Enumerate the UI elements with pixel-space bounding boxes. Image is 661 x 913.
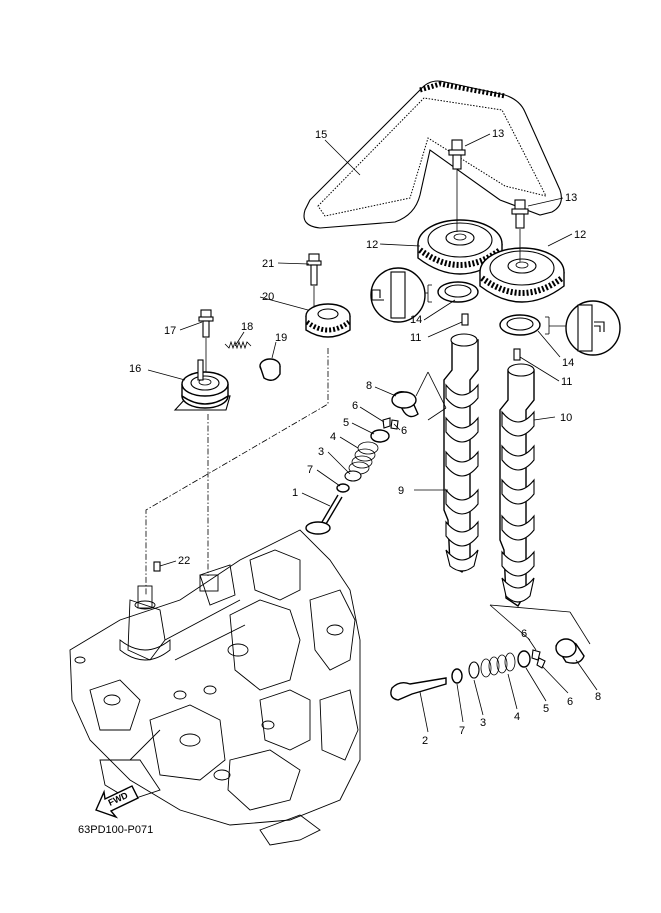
camshaft-exhaust <box>443 333 479 573</box>
label-17: 17 <box>164 325 176 337</box>
label-18: 18 <box>241 321 253 333</box>
valve-cotter-lower <box>531 649 546 669</box>
label-8-lower: 8 <box>595 691 601 703</box>
spring-retainer-lower <box>517 650 531 668</box>
label-5-upper: 5 <box>343 417 349 429</box>
label-5-lower: 5 <box>543 703 549 715</box>
spring-seat-lower <box>468 661 480 679</box>
label-4-upper: 4 <box>330 431 336 443</box>
belt-tensioner <box>173 359 231 411</box>
label-8-upper: 8 <box>366 380 372 392</box>
label-12-right: 12 <box>574 229 586 241</box>
label-13-left: 13 <box>492 128 504 140</box>
spring-retainer-upper <box>370 429 390 443</box>
cylinder-head <box>69 529 361 846</box>
dowel-pin-22 <box>153 561 161 572</box>
label-14-left: 14 <box>410 314 422 326</box>
label-6-lower-a: 6 <box>521 628 527 640</box>
label-22: 22 <box>178 555 190 567</box>
tensioner-spring <box>224 340 252 350</box>
pulley-bolt-right <box>511 199 529 262</box>
label-3-lower: 3 <box>480 717 486 729</box>
label-12-left: 12 <box>366 239 378 251</box>
fwd-arrow-icon: FWD <box>95 785 139 819</box>
label-16: 16 <box>129 363 141 375</box>
dowel-pin-right <box>513 348 521 361</box>
leader-lines <box>147 133 598 733</box>
label-6-upper-a: 6 <box>352 400 358 412</box>
crankshaft-sprocket <box>305 303 351 338</box>
valve-lower <box>390 677 447 701</box>
cam-pulley-right <box>479 247 565 303</box>
label-7-upper: 7 <box>307 464 313 476</box>
label-13-right: 13 <box>565 192 577 204</box>
label-3-upper: 3 <box>318 446 324 458</box>
label-7-lower: 7 <box>459 725 465 737</box>
part-labels: 15 13 13 12 12 21 20 14 11 14 11 17 18 1… <box>129 128 601 747</box>
label-2: 2 <box>422 735 428 747</box>
valve-cotter-upper <box>382 417 399 430</box>
valve-seal-lower <box>451 668 463 684</box>
label-10: 10 <box>560 412 572 424</box>
tensioner-rod <box>259 358 281 381</box>
spring-seat-upper <box>344 470 362 482</box>
timing-belt <box>303 80 562 229</box>
label-19: 19 <box>275 332 287 344</box>
label-15: 15 <box>315 129 327 141</box>
label-6-upper-b: 6 <box>401 425 407 437</box>
tappet-lower <box>555 638 585 664</box>
valve-spring-upper <box>348 441 379 475</box>
label-4-lower: 4 <box>514 711 520 723</box>
seal-detail-left <box>370 267 428 323</box>
label-11-left: 11 <box>410 332 421 344</box>
label-6-lower-b: 6 <box>567 696 573 708</box>
label-11-right: 11 <box>561 376 572 388</box>
pulley-bolt-left <box>448 139 466 232</box>
oil-seal-right <box>499 314 550 336</box>
label-14-right: 14 <box>562 357 574 369</box>
camshaft-intake <box>499 363 535 607</box>
seal-detail-right <box>549 300 621 356</box>
valve-spring-lower <box>480 652 516 678</box>
crank-bolt <box>306 253 322 306</box>
dowel-pin-left <box>461 313 469 326</box>
label-20: 20 <box>262 291 274 303</box>
tappet-upper <box>391 391 419 418</box>
label-21: 21 <box>262 258 274 270</box>
label-9: 9 <box>398 485 404 497</box>
label-1: 1 <box>292 487 298 499</box>
assembly-guide-lines <box>145 348 329 596</box>
valve-upper <box>305 494 343 535</box>
diagram-code: 63PD100-P071 <box>78 824 153 836</box>
oil-seal-left <box>427 281 479 303</box>
tensioner-bolt <box>198 309 214 372</box>
